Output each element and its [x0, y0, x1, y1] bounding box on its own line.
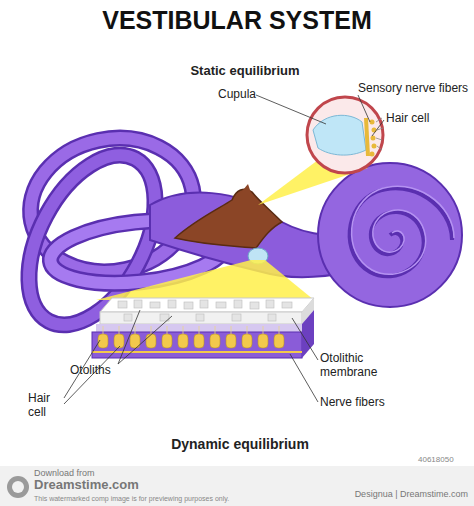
macula-block-part [242, 334, 252, 348]
cochlea-part [352, 186, 454, 274]
diagram-title: VESTIBULAR SYSTEM [0, 6, 474, 35]
magnification-cones-part [96, 260, 314, 300]
macula-block-part [100, 312, 302, 324]
leader-lines-part [372, 120, 384, 136]
macula-block-part [183, 326, 184, 334]
macula-block-part [118, 301, 127, 308]
leader-lines-part [118, 310, 140, 364]
utricle-saccule-part [175, 189, 282, 248]
watermark-bar-part [7, 476, 29, 498]
macula-block-part [250, 302, 259, 309]
watermark-text: Designua | Dreamstime.com [330, 489, 468, 499]
macula-block-part [266, 300, 274, 308]
crista-magnifier-part [372, 128, 377, 133]
macula-block-part [247, 326, 248, 334]
macula-block-part [92, 332, 302, 358]
crista-magnifier-part [376, 138, 382, 140]
macula-block-part [118, 300, 292, 321]
leader-lines-part [118, 316, 172, 364]
part-label: Sensory nerve fibers [358, 82, 474, 96]
macula-block [92, 298, 314, 358]
macula-block-part [226, 334, 236, 348]
section-heading: Static equilibrium [170, 64, 320, 79]
macula-block-part [263, 326, 264, 334]
macula-block-part [199, 326, 200, 334]
macula-block-part [135, 326, 136, 334]
crista-magnifier-part [366, 118, 368, 156]
macula-block-part [184, 302, 193, 309]
macula-block-part [282, 302, 292, 308]
macula-block-part [150, 302, 160, 308]
macula-block-part [134, 300, 142, 308]
macula-block-part [151, 326, 152, 334]
macula-block-part [100, 298, 314, 312]
macula-block-part [231, 326, 232, 334]
part-label: Otolithic membrane [320, 352, 400, 380]
macula-block-part [103, 326, 279, 334]
cochlea [318, 163, 462, 307]
macula-block-part [194, 334, 204, 348]
part-label: Nerve fibers [320, 396, 420, 410]
macula-block-part [103, 326, 104, 334]
crista-magnifier-part [371, 136, 376, 141]
leader-lines-part [256, 95, 326, 124]
crista-magnifier-part [376, 118, 382, 122]
macula-block-part [98, 334, 284, 348]
macula-block-part [274, 334, 284, 348]
crista-magnifier-part [307, 97, 383, 173]
utricle-saccule-part [238, 184, 252, 196]
watermark-bar-part [12, 481, 24, 493]
macula-block-part [279, 326, 280, 334]
macula-block-part [178, 334, 188, 348]
watermark-text: Download from [34, 468, 154, 478]
macula-block-part [268, 314, 276, 321]
macula-block-part [114, 334, 124, 348]
crista-magnifier-part [370, 120, 375, 125]
leader-lines-part [358, 95, 370, 122]
section-heading: Dynamic equilibrium [130, 436, 350, 452]
macula-block-part [196, 314, 204, 321]
watermark-bar-part [0, 466, 474, 506]
macula-block-part [215, 326, 216, 334]
macula-block-part [124, 314, 132, 321]
crista-magnifier-part [313, 115, 366, 155]
macula-block-part [119, 326, 120, 334]
watermark-text: This watermarked comp image is for previ… [34, 495, 334, 503]
watermark-text: Dreamstime.com [34, 478, 194, 493]
part-label: Otoliths [70, 364, 140, 378]
leader-lines-part [292, 318, 318, 360]
utricle-saccule [175, 184, 282, 264]
crista-magnifier-part [372, 144, 377, 149]
watermark-bar [0, 466, 474, 506]
macula-block-part [210, 334, 220, 348]
crista-magnifier-part [370, 152, 375, 157]
crista-magnifier-part [377, 146, 382, 150]
macula-block-part [200, 300, 208, 308]
crista-magnifier [307, 97, 383, 173]
cochlea-part [318, 163, 462, 307]
part-label: Hair cell [28, 392, 64, 420]
part-label: Hair cell [386, 112, 466, 126]
macula-block-part [167, 326, 168, 334]
macula-block-part [168, 300, 176, 308]
macula-block-part [162, 334, 172, 348]
macula-block-part [232, 314, 241, 321]
watermark-id: 40618050 [418, 455, 474, 464]
magnification-cones [96, 160, 368, 300]
macula-block-part [146, 334, 156, 348]
macula-block-part [234, 300, 242, 308]
leader-lines-part [290, 354, 318, 402]
part-label: Cupula [196, 88, 256, 102]
macula-block-part [258, 334, 268, 348]
crista-magnifier-part [370, 120, 377, 157]
macula-block-part [216, 302, 226, 308]
